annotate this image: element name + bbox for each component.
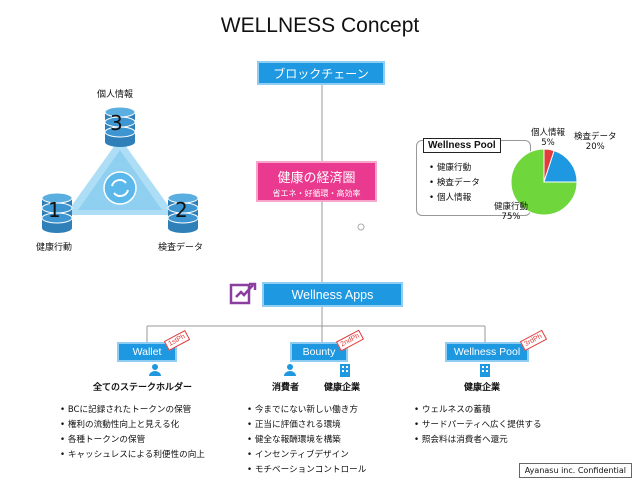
node-number-1: 1	[48, 198, 61, 222]
list-item: 各種トークンの保管	[60, 433, 205, 448]
node-label-1: 健康行動	[36, 243, 73, 253]
pool-title: Wellness Pool	[423, 138, 501, 153]
list-item: インセンティブデザイン	[247, 448, 366, 463]
pool-pie-chart	[510, 148, 578, 216]
list-item: 健全な報酬環境を構築	[247, 433, 366, 448]
confidential-label: Ayanasu inc. Confidential	[518, 463, 632, 478]
pie-label-personal: 個人情報 5%	[531, 128, 565, 148]
wellness-apps-icon	[229, 282, 257, 305]
list-item: 個人情報	[429, 191, 480, 206]
node-label-2: 検査データ	[158, 243, 204, 253]
health-economy-box: 健康の経済圏 省エネ・好循環・高効率	[256, 161, 377, 202]
economy-subtitle: 省エネ・好循環・高効率	[272, 189, 361, 198]
node-label-3: 個人情報	[97, 90, 134, 100]
blockchain-box: ブロックチェーン	[257, 61, 385, 85]
building-icon	[340, 364, 350, 377]
list-item: モチベーションコントロール	[247, 463, 367, 478]
pie-label-exam-name: 検査データ	[574, 132, 617, 142]
pie-label-health-value: 75%	[501, 212, 521, 222]
list-item: 権利の流動性向上と見える化	[60, 418, 205, 433]
stack-icon-top	[104, 106, 136, 147]
wellness-apps-box: Wellness Apps	[262, 282, 403, 307]
wallet-bullets: BCに記録されたトークンの保管 権利の流動性向上と見える化 各種トークンの保管 …	[60, 403, 205, 463]
list-item: BCに記録されたトークンの保管	[60, 403, 205, 418]
wallet-box: Wallet	[117, 342, 177, 362]
stack-icon-left	[41, 192, 73, 233]
list-item: ウェルネスの蓄積	[414, 403, 542, 418]
holder-label-company: 健康企業	[324, 383, 361, 393]
node-number-2: 2	[175, 198, 188, 222]
wellness-pool-app-box: Wellness Pool	[445, 342, 529, 362]
pool-list: 健康行動 検査データ 個人情報	[429, 161, 480, 206]
economy-title: 健康の経済圏	[277, 170, 356, 185]
pie-slice-2	[543, 149, 578, 183]
bounty-box: Bounty	[290, 342, 348, 362]
pie-label-exam-value: 20%	[585, 142, 605, 152]
node-number-3: 3	[110, 111, 123, 135]
page-title: WELLNESS Concept	[220, 14, 420, 37]
list-item: 健康行動	[429, 161, 480, 176]
list-item: 検査データ	[429, 176, 480, 191]
building-icon	[480, 364, 490, 377]
list-item: サードパーティへ広く提供する	[414, 418, 542, 433]
pie-label-personal-value: 5%	[541, 138, 555, 148]
pool-app-bullets: ウェルネスの蓄積 サードパーティへ広く提供する 照会料は消費者へ還元	[414, 403, 542, 448]
list-item: 照会料は消費者へ還元	[414, 433, 542, 448]
pie-label-personal-name: 個人情報	[531, 128, 566, 138]
stack-icon-right	[167, 192, 199, 233]
holder-label-all: 全てのステークホルダー	[93, 383, 193, 393]
list-item: 正当に評価される環境	[247, 418, 366, 433]
list-item: キャッシュレスによる利便性の向上	[60, 448, 205, 463]
bounty-bullets: 今までにない新しい働き方 正当に評価される環境 健全な報酬環境を構築 インセンテ…	[247, 403, 367, 478]
holder-label-company: 健康企業	[464, 383, 501, 393]
pie-label-health-name: 健康行動	[494, 202, 529, 212]
pie-label-exam: 検査データ 20%	[574, 132, 617, 152]
triangle-diagram	[41, 106, 199, 233]
person-icon	[149, 364, 161, 376]
person-icon	[284, 364, 296, 376]
pie-label-health: 健康行動 75%	[494, 202, 528, 222]
holder-label-consumer: 消費者	[272, 383, 300, 393]
list-item: 今までにない新しい働き方	[247, 403, 366, 418]
